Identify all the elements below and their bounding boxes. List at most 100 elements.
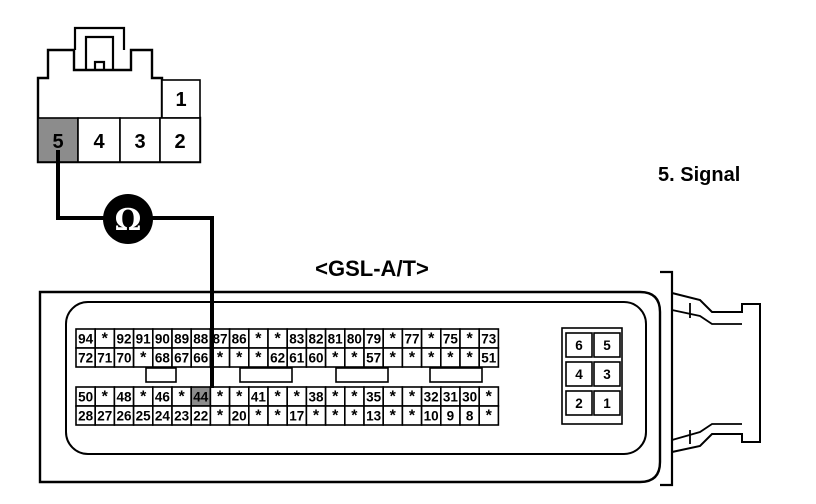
ecu-housing-inner <box>65 301 647 455</box>
ecu-pin-label: 32 <box>424 390 439 405</box>
ecu-pin-label: 10 <box>424 409 439 424</box>
ecu-pin-label: 87 <box>212 332 227 347</box>
ecu-pin-label: 38 <box>308 390 324 405</box>
ecu-pin-label: 28 <box>78 409 94 424</box>
ecu-pin-label: 31 <box>443 390 459 405</box>
ecu-pin-label: 17 <box>289 409 304 424</box>
side-pin-cell <box>565 332 593 358</box>
sensor-pin-label: 1 <box>175 89 186 111</box>
ecu-pin-label: * <box>466 350 473 367</box>
ecu-pin-label: 13 <box>366 409 382 424</box>
ecu-pin-label: 66 <box>193 351 209 366</box>
ecu-pin-label: 92 <box>116 332 131 347</box>
side-pin-label: 1 <box>603 396 611 411</box>
ecu-pin-label: 89 <box>174 332 189 347</box>
ecu-key-tab <box>429 367 483 383</box>
ecu-pin-label: 83 <box>289 332 305 347</box>
sensor-pin-label: 5 <box>52 131 63 153</box>
ecu-pin-label: * <box>140 350 147 367</box>
ecu-pin-label: 81 <box>328 332 344 347</box>
ecu-pin-label: 46 <box>155 390 171 405</box>
ecu-pin-label: 91 <box>136 332 152 347</box>
ecu-label: <GSL-A/T> <box>315 256 429 281</box>
ecu-pin-label: * <box>236 350 243 367</box>
ecu-pin-label: 88 <box>193 332 209 347</box>
ecu-pin-label: * <box>217 389 224 406</box>
sensor-pin-label: 2 <box>174 131 185 153</box>
ecu-pin-label: * <box>140 389 147 406</box>
ecu-pin-label: * <box>332 408 339 425</box>
ohmmeter-icon <box>103 194 153 244</box>
ecu-pin-label: * <box>217 350 224 367</box>
ecu-pin-label: 41 <box>251 390 267 405</box>
ecu-pin-label: 24 <box>155 409 171 424</box>
ecu-pin-label: * <box>409 408 416 425</box>
ecu-pin-label: * <box>390 408 397 425</box>
ecu-pin-label: * <box>236 389 243 406</box>
ecu-pin-label: 68 <box>155 351 171 366</box>
ecu-pin-label: 60 <box>308 351 323 366</box>
ecu-pin-label: 67 <box>174 351 189 366</box>
ecu-connector-keys <box>145 367 483 383</box>
ecu-pin-label: 25 <box>136 409 152 424</box>
side-pin-label: 3 <box>603 367 611 382</box>
ecu-pin-label: 79 <box>366 332 381 347</box>
ecu-pin-label: * <box>390 389 397 406</box>
side-pin-label: 2 <box>575 396 583 411</box>
ecu-pin-label: 75 <box>443 332 459 347</box>
ecu-key-tab <box>335 367 389 383</box>
side-pin-cell <box>565 390 593 416</box>
side-pin-label: 5 <box>603 338 611 353</box>
ecu-pin-label: * <box>409 389 416 406</box>
ecu-pin-label: * <box>274 408 281 425</box>
ecu-pin-label: 72 <box>78 351 93 366</box>
ecu-pin-label: 9 <box>447 409 455 424</box>
side-pin-cell <box>593 332 621 358</box>
ecu-pin-label: 57 <box>366 351 381 366</box>
ecu-pin-label: * <box>447 350 454 367</box>
ecu-pin-label: * <box>466 331 473 348</box>
ecu-pin-label: 27 <box>97 409 112 424</box>
ecu-housing-outer <box>38 290 662 484</box>
ecu-bracket-detail <box>671 309 742 441</box>
ecu-pin-label: 51 <box>481 351 497 366</box>
ecu-pin-label: * <box>294 389 301 406</box>
side-block-frame <box>561 327 623 425</box>
ecu-pin-label: * <box>332 350 339 367</box>
ecu-pin-label: * <box>486 408 493 425</box>
side-pin-cell <box>565 361 593 387</box>
ecu-pin-label: 71 <box>97 351 113 366</box>
ecu-pin-label: 70 <box>116 351 131 366</box>
side-pin-label: 4 <box>575 367 583 382</box>
sensor-pin-cell <box>161 79 201 119</box>
ecu-pin-label: 23 <box>174 409 190 424</box>
ecu-pin-label: * <box>274 331 281 348</box>
ecu-pin-label: 35 <box>366 390 382 405</box>
side-pin-cell <box>593 361 621 387</box>
ecu-pin-label: * <box>332 389 339 406</box>
meter-wiring: Ω <box>56 150 214 388</box>
ecu-key-tab <box>239 367 293 383</box>
ecu-pin-label: 90 <box>155 332 170 347</box>
sensor-pin-label: 4 <box>93 131 105 153</box>
side-pin-cell <box>593 390 621 416</box>
ecu-pin-label: 94 <box>78 332 94 347</box>
ecu-pin-label: * <box>255 350 262 367</box>
ecu-pin-label: * <box>217 408 224 425</box>
ecu-pin-label: 62 <box>270 351 285 366</box>
ecu-pin-label: 77 <box>404 332 419 347</box>
sensor-pin-label: 3 <box>134 131 145 153</box>
ecu-pin-label: * <box>274 389 281 406</box>
ecu-pin-label: 8 <box>466 409 474 424</box>
ecu-pin-label: * <box>351 389 358 406</box>
ecu-pin-cell <box>478 347 500 368</box>
ecu-pin-label: 44 <box>193 390 209 405</box>
sensor-pin-cell <box>159 117 201 163</box>
ecu-flange <box>660 270 674 487</box>
ecu-pin-label: * <box>255 408 262 425</box>
ecu-pin-label: * <box>428 331 435 348</box>
ecu-pin-label: * <box>102 331 109 348</box>
ecu-pin-label: * <box>313 408 320 425</box>
